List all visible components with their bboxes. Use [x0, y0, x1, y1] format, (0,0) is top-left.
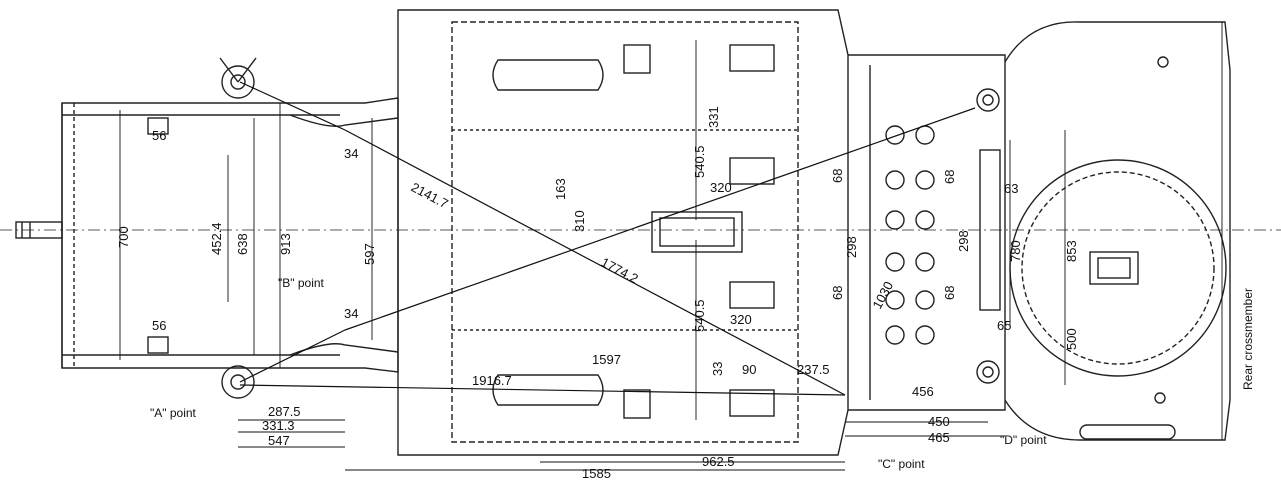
rear-crossmember-label: Rear crossmember: [1241, 288, 1255, 390]
point-d-label: "D" point: [1000, 433, 1047, 447]
dim-65: 65: [997, 318, 1011, 333]
dim-597: 597: [362, 243, 377, 265]
dim-19167: 1916.7: [472, 373, 512, 388]
dim-21417: 2141.7: [409, 179, 451, 211]
dim-90: 90: [742, 362, 756, 377]
dim-2375: 237.5: [797, 362, 830, 377]
dim-163: 163: [553, 178, 568, 200]
dim-331: 331: [706, 106, 721, 128]
dim-913: 913: [278, 233, 293, 255]
dim-9625: 962.5: [702, 454, 735, 469]
dim-68-c: 68: [942, 170, 957, 184]
dim-5405-top: 540.5: [692, 145, 707, 178]
front-wheel-hubs: [219, 57, 257, 399]
dim-17742: 1774.2: [599, 254, 641, 286]
dim-68-d: 68: [942, 286, 957, 300]
dim-34-bottom: 34: [344, 306, 358, 321]
dim-1597: 1597: [592, 352, 621, 367]
dim-298-right: 298: [956, 230, 971, 252]
point-a-label: "A" point: [150, 406, 197, 420]
dim-5405-bottom: 540.5: [692, 299, 707, 332]
dim-1030: 1030: [869, 279, 896, 312]
dim-638: 638: [235, 233, 250, 255]
dim-56-bottom: 56: [152, 318, 166, 333]
dim-500: 500: [1064, 328, 1079, 350]
front-frame: [61, 97, 399, 373]
dim-4524: 452.4: [209, 222, 224, 255]
dim-456: 456: [912, 384, 934, 399]
dim-56-top: 56: [152, 128, 166, 143]
rear-section: [848, 54, 1006, 411]
point-b-label: "B" point: [278, 276, 325, 290]
dim-3313: 331.3: [262, 418, 295, 433]
diagonal-lines: [239, 81, 976, 396]
dim-2875: 287.5: [268, 404, 301, 419]
dim-700: 700: [116, 226, 131, 248]
dim-298-left: 298: [844, 236, 859, 258]
dim-780: 780: [1008, 240, 1023, 262]
dim-547: 547: [268, 433, 290, 448]
floor-pan: [397, 9, 849, 456]
dim-320-bottom: 320: [730, 312, 752, 327]
dim-1585: 1585: [582, 466, 611, 481]
dim-450: 450: [928, 414, 950, 429]
rear-trunk: [1004, 21, 1231, 441]
dim-853: 853: [1064, 240, 1079, 262]
dim-63: 63: [1004, 181, 1018, 196]
dim-33: 33: [710, 362, 725, 376]
dim-465: 465: [928, 430, 950, 445]
dim-68-b: 68: [830, 286, 845, 300]
dim-320-top: 320: [710, 180, 732, 195]
dim-310: 310: [572, 210, 587, 232]
point-c-label: "C" point: [878, 457, 925, 471]
dimension-lines: [119, 22, 1223, 471]
rear-wheel-hubs: [976, 88, 1000, 384]
dim-34-top: 34: [344, 146, 358, 161]
dim-68-a: 68: [830, 169, 845, 183]
